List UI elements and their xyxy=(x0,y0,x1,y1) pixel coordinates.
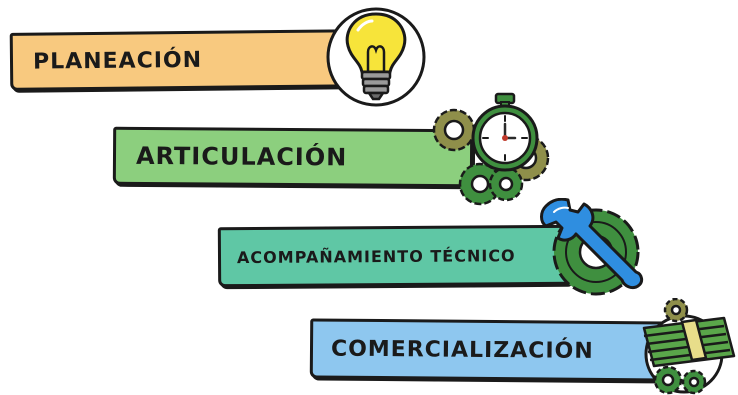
step-banner-planeacion: PLANEACIÓN xyxy=(9,29,363,91)
step-banner-articulacion: ARTICULACIÓN xyxy=(112,126,474,188)
step-label: ACOMPAÑAMIENTO TÉCNICO xyxy=(236,245,516,267)
step-label: ARTICULACIÓN xyxy=(135,141,348,172)
stopwatch-gears-icon xyxy=(432,92,550,206)
step-banner-comercializacion: COMERCIALIZACIÓN xyxy=(309,318,671,382)
wrench-gear-icon xyxy=(540,198,644,296)
step-banner-acompanamiento-tecnico: ACOMPAÑAMIENTO TÉCNICO xyxy=(217,224,571,288)
lightbulb-icon xyxy=(326,7,426,107)
step-label: COMERCIALIZACIÓN xyxy=(330,336,594,364)
step-label: PLANEACIÓN xyxy=(32,47,203,75)
money-gears-icon xyxy=(642,298,736,395)
